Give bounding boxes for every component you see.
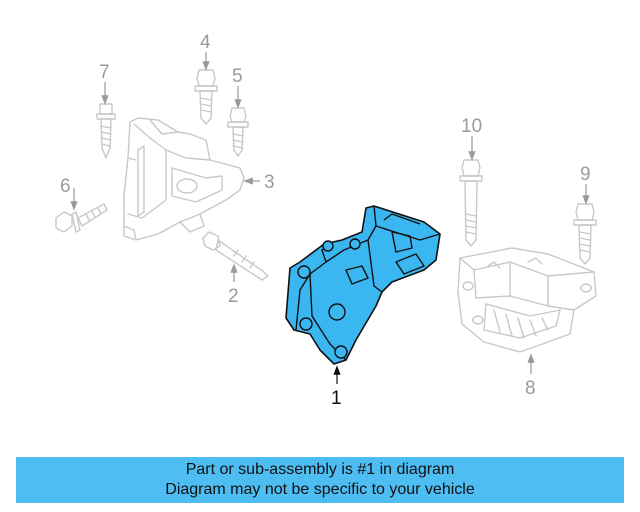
- banner-line-2: Diagram may not be specific to your vehi…: [165, 481, 475, 498]
- callout-1: 1: [331, 388, 342, 409]
- callout-3: 3: [264, 172, 275, 193]
- parts-diagram: 7 4 5 3 6 2 10 9 8 1: [55, 32, 597, 409]
- transmission-mount-bracket-1[interactable]: [285, 205, 441, 365]
- callout-8: 8: [525, 378, 536, 399]
- bolt-5: [227, 107, 249, 157]
- bolt-7: [96, 103, 116, 159]
- bracket-3: [123, 117, 245, 241]
- banner-line-1: Part or sub-assembly is #1 in diagram: [185, 461, 455, 478]
- callout-7: 7: [99, 62, 110, 83]
- bolt-10: [459, 159, 483, 247]
- engine-mount-8: [457, 247, 597, 353]
- bolt-9: [573, 203, 597, 265]
- bolt-6: [55, 203, 108, 233]
- disclaimer-banner: Part or sub-assembly is #1 in diagram Di…: [16, 457, 624, 503]
- callout-5: 5: [232, 66, 243, 87]
- callout-6: 6: [60, 176, 71, 197]
- callout-9: 9: [580, 164, 591, 185]
- callout-10: 10: [461, 116, 482, 137]
- bolt-4: [194, 69, 218, 125]
- callout-2: 2: [228, 286, 239, 307]
- bolt-2: [202, 231, 269, 281]
- callout-4: 4: [200, 32, 211, 53]
